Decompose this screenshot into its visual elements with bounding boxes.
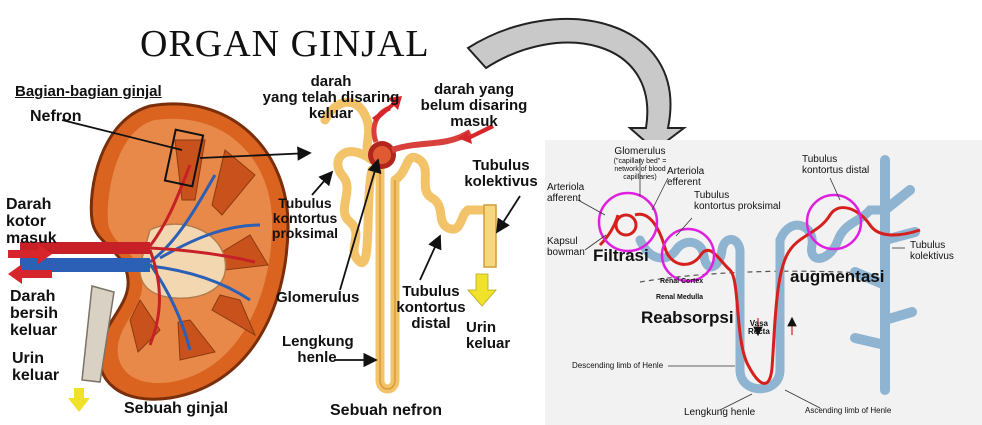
r-label-reabsorpsi: Reabsorpsi [641,308,734,328]
label-glomerulus: Glomerulus [276,290,359,306]
caption-nephron: Sebuah nefron [330,402,442,419]
r-label-lengkung: Lengkung henle [684,407,755,418]
kidney-illustration [20,104,288,399]
page-title: ORGAN GINJAL [140,22,430,66]
r-label-renal-medulla: Renal Medulla [656,294,703,302]
kidney-subtitle: Bagian-bagian ginjal [15,84,162,100]
caption-kidney: Sebuah ginjal [124,400,228,417]
r-label-renal-cortex: Renal Cortex [660,278,703,286]
r-label-filtrasi: Filtrasi [593,246,649,266]
r-label-descending: Descending limb of Henle [572,362,663,370]
r-label-glomerulus: Glomerulus [600,146,680,157]
right-panel [545,140,982,425]
r-label-ascending: Ascending limb of Henle [805,407,891,415]
r-label-augmentasi: augmentasi [790,267,884,287]
label-nefron: Nefron [30,108,82,125]
